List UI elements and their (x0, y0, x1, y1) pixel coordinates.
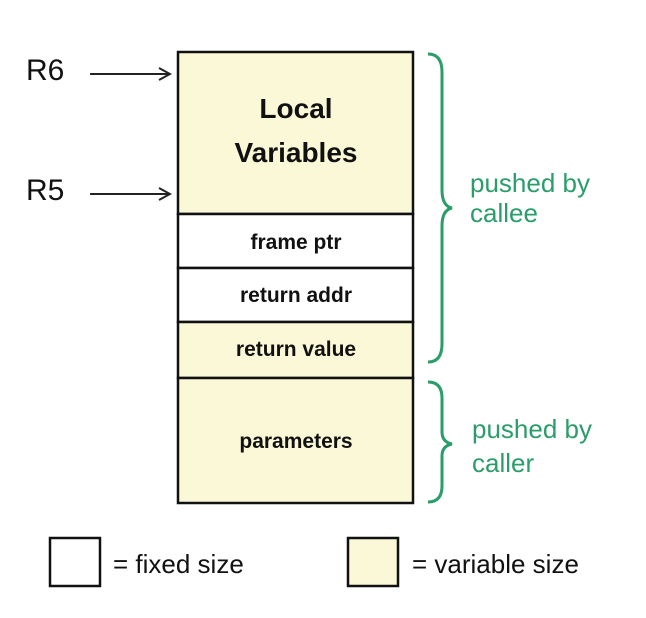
local-variables-label-line2: Variables (235, 137, 358, 168)
r6-label: R6 (26, 54, 64, 87)
r5-label: R5 (26, 174, 64, 207)
register-pointers: R6 R5 (26, 54, 170, 207)
return-value-label: return value (236, 338, 356, 361)
callee-brace-icon (427, 52, 453, 364)
parameters-box (176, 376, 415, 505)
caller-brace-group: pushed by caller (427, 380, 592, 504)
return-addr-box (176, 266, 415, 324)
legend-fixed-swatch (48, 536, 102, 588)
legend-fixed-label: = fixed size (113, 549, 244, 579)
local-variables-box (176, 50, 415, 216)
return-addr-label: return addr (240, 284, 352, 307)
callee-brace-label-line1: pushed by (470, 168, 590, 198)
frame-ptr-box (176, 212, 415, 270)
caller-brace-icon (427, 380, 453, 504)
caller-brace-label-line1: pushed by (472, 414, 592, 444)
local-variables-label-line1: Local (259, 93, 332, 124)
frame-ptr-label: frame ptr (250, 231, 341, 254)
callee-brace-label-line2: callee (470, 198, 538, 228)
caller-brace-label-line2: caller (472, 448, 534, 478)
stack-frame: Local Variables frame ptr return addr re… (176, 50, 415, 505)
legend-variable-swatch (346, 536, 400, 588)
legend-variable-label: = variable size (412, 549, 579, 579)
legend: = fixed size = variable size (48, 536, 579, 588)
callee-brace-group: pushed by callee (427, 52, 590, 364)
parameters-label: parameters (239, 430, 352, 453)
